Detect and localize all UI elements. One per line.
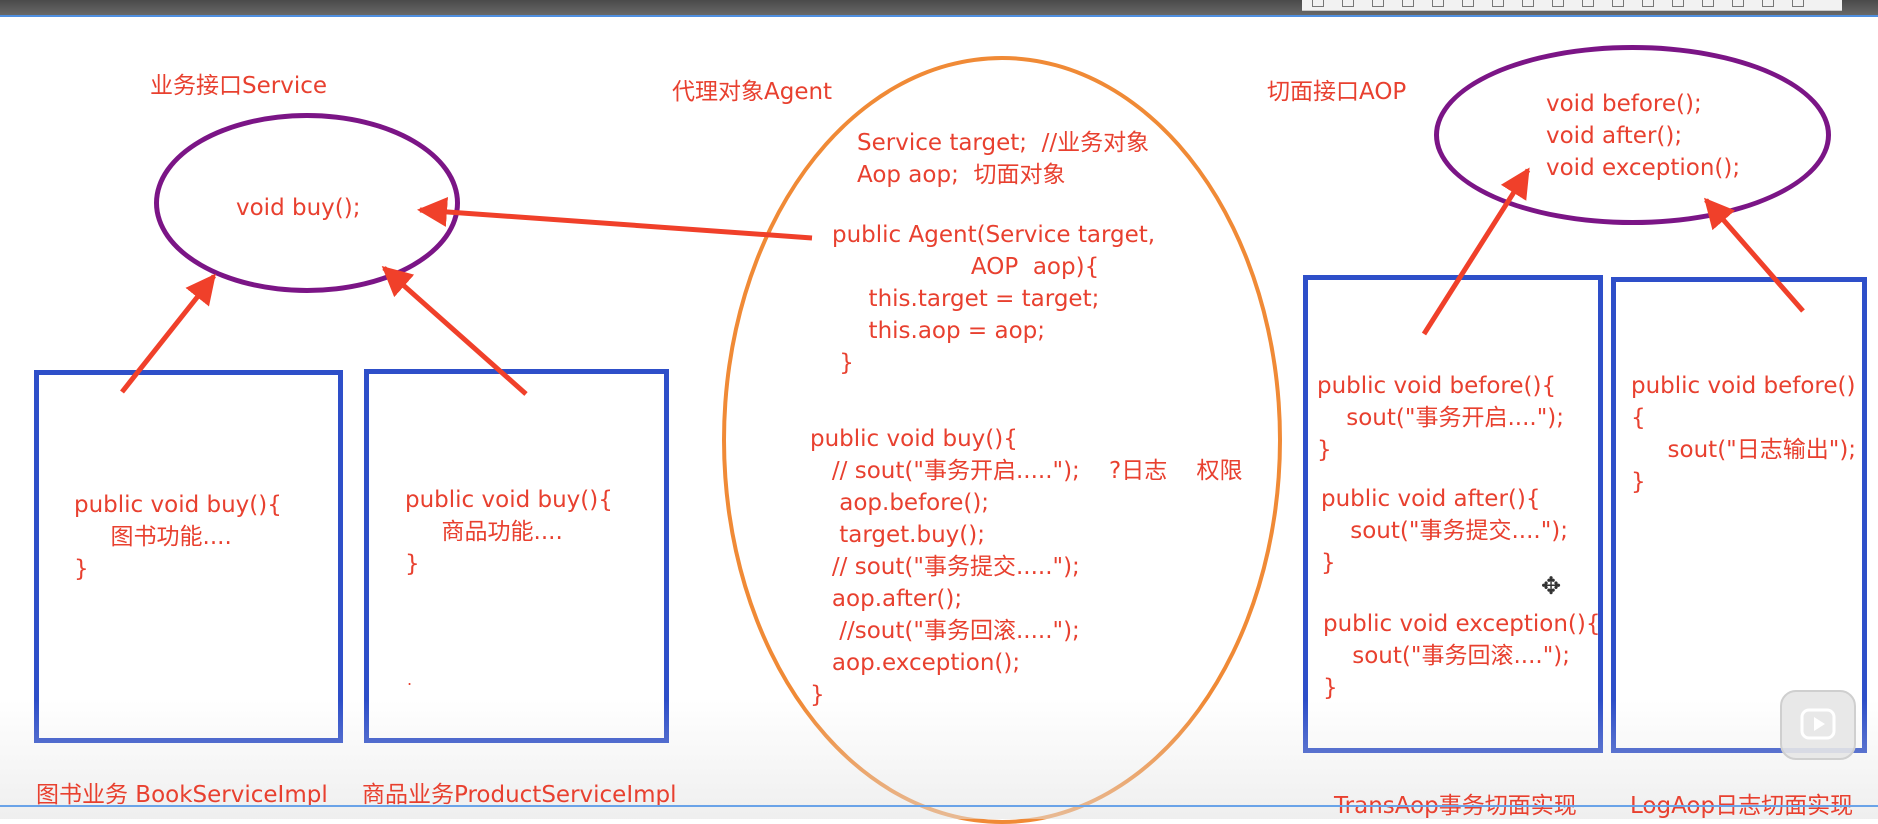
bottom-fade-overlay bbox=[0, 700, 1878, 819]
arrow-log-to-aop bbox=[1704, 197, 1805, 313]
arrow-book-to-service bbox=[120, 273, 216, 394]
book-service-impl-box bbox=[34, 370, 343, 743]
book-buy-method: public void buy(){ 图书功能.... } bbox=[74, 492, 282, 582]
log-aop-label: LogAop日志切面实现 bbox=[1630, 793, 1854, 819]
play-button[interactable] bbox=[1780, 690, 1856, 760]
arrow-product-to-service bbox=[381, 266, 528, 396]
aop-interface-label: 切面接口AOP bbox=[1267, 79, 1407, 105]
log-aop-box bbox=[1611, 277, 1867, 753]
trans-aop-box bbox=[1303, 275, 1603, 753]
arrow-trans-to-aop bbox=[1421, 167, 1531, 336]
service-buy-signature: void buy(); bbox=[236, 195, 361, 221]
trans-after-method: public void after(){ sout("事务提交...."); } bbox=[1321, 486, 1568, 576]
drawing-toolbar[interactable] bbox=[1302, 0, 1842, 11]
agent-constructor: public Agent(Service target, AOP aop){ t… bbox=[832, 222, 1156, 376]
arrow-agent-to-service bbox=[417, 196, 813, 241]
agent-label: 代理对象Agent bbox=[672, 79, 833, 105]
agent-buy-method: public void buy(){ // sout("事务开启.....");… bbox=[810, 426, 1243, 708]
trans-exception-method: public void exception(){ sout("事务回滚...."… bbox=[1323, 611, 1601, 701]
bottom-divider bbox=[0, 805, 1878, 807]
trans-aop-label: TransAop事务切面实现 bbox=[1334, 793, 1577, 819]
product-service-impl-box bbox=[364, 369, 669, 743]
top-divider bbox=[0, 15, 1878, 17]
book-impl-label: 图书业务 BookServiceImpl bbox=[36, 782, 328, 808]
product-impl-label: 商品业务ProductServiceImpl bbox=[362, 782, 677, 808]
service-interface-label: 业务接口Service bbox=[150, 73, 328, 99]
log-before-method: public void before() { sout("日志输出"); } bbox=[1631, 373, 1857, 495]
agent-fields: Service target; //业务对象 Aop aop; 切面对象 bbox=[857, 130, 1150, 188]
move-icon: ✥ bbox=[1541, 572, 1562, 600]
service-interface-ellipse bbox=[154, 113, 460, 293]
product-buy-method: public void buy(){ 商品功能.... } bbox=[405, 487, 613, 577]
trans-before-method: public void before(){ sout("事务开启...."); … bbox=[1317, 373, 1564, 463]
play-icon bbox=[1800, 708, 1836, 740]
aop-interface-ellipse bbox=[1434, 45, 1831, 225]
product-box-dot: . bbox=[407, 670, 413, 689]
aop-method-signatures: void before(); void after(); void except… bbox=[1546, 91, 1741, 181]
